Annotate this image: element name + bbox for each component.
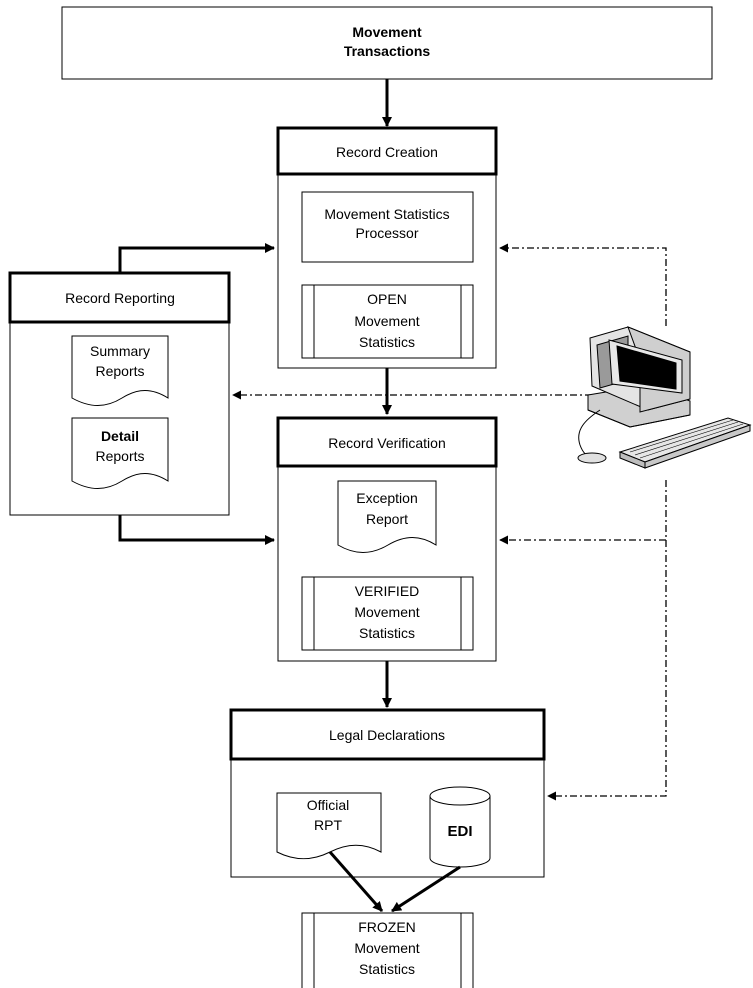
legal-declarations-group: Legal Declarations Official RPT EDI — [229, 708, 546, 878]
record-verification-title: Record Verification — [328, 435, 446, 451]
movement-transactions-label-2: Transactions — [344, 43, 431, 59]
edi-database-cylinder: EDI — [429, 786, 491, 868]
verified-statistics-store: VERIFIED Movement Statistics — [301, 576, 474, 651]
processor-label-1: Movement Statistics — [324, 206, 449, 222]
official-label-2: RPT — [314, 817, 342, 833]
open-statistics-store: OPEN Movement Statistics — [301, 284, 474, 359]
movement-transactions-box: Movement Transactions — [61, 6, 713, 80]
exception-report-document: Exception Report — [337, 480, 437, 553]
arrow-official-to-frozen — [328, 851, 384, 912]
frozen-label-3: Statistics — [359, 961, 415, 977]
workstation-dashed-connectors — [232, 243, 667, 801]
dashed-arrow-to-legal — [547, 540, 667, 801]
record-reporting-title: Record Reporting — [65, 290, 175, 306]
record-creation-header — [276, 126, 498, 176]
edi-label: EDI — [447, 823, 472, 840]
computer-workstation-icon — [577, 326, 752, 469]
detail-label-1: Detail — [101, 428, 139, 444]
movement-transactions-label-1: Movement — [352, 24, 422, 40]
summary-label-1: Summary — [90, 343, 150, 359]
open-store-label-3: Statistics — [359, 334, 415, 350]
record-verification-group: Record Verification Exception Report VER… — [276, 416, 498, 662]
exception-label-2: Report — [366, 511, 408, 527]
frozen-label-2: Movement — [354, 940, 419, 956]
arrow-reporting-to-verification — [118, 515, 275, 545]
verified-store-label-3: Statistics — [359, 625, 415, 641]
arrow-reporting-to-creation — [118, 243, 275, 273]
arrow-edi-to-frozen — [391, 865, 461, 913]
official-label-1: Official — [307, 797, 350, 813]
exception-label-1: Exception — [356, 490, 417, 506]
official-rpt-document: Official RPT — [276, 792, 382, 860]
detail-reports-document: Detail Reports — [71, 417, 169, 489]
record-reporting-header — [8, 271, 231, 324]
frozen-label-1: FROZEN — [358, 919, 416, 935]
detail-label-2: Reports — [95, 448, 144, 464]
legal-declarations-header — [229, 708, 546, 761]
record-verification-header — [276, 416, 498, 468]
summary-label-2: Reports — [95, 363, 144, 379]
processor-box — [301, 191, 474, 263]
dashed-arrow-to-creation — [499, 243, 667, 326]
record-creation-group: Record Creation Movement Statistics Proc… — [276, 126, 498, 369]
legal-declarations-title: Legal Declarations — [329, 727, 445, 743]
frozen-statistics-store: FROZEN Movement Statistics — [301, 912, 474, 988]
summary-reports-document: Summary Reports — [71, 335, 169, 406]
open-store-label-2: Movement — [354, 313, 419, 329]
verified-store-label-1: VERIFIED — [355, 583, 420, 599]
processor-label-2: Processor — [355, 225, 418, 241]
verified-store-label-2: Movement — [354, 604, 419, 620]
dashed-arrow-to-verification — [499, 480, 667, 545]
open-store-label-1: OPEN — [367, 291, 407, 307]
record-reporting-group: Record Reporting Summary Reports Detail … — [8, 271, 231, 516]
record-creation-title: Record Creation — [336, 144, 438, 160]
